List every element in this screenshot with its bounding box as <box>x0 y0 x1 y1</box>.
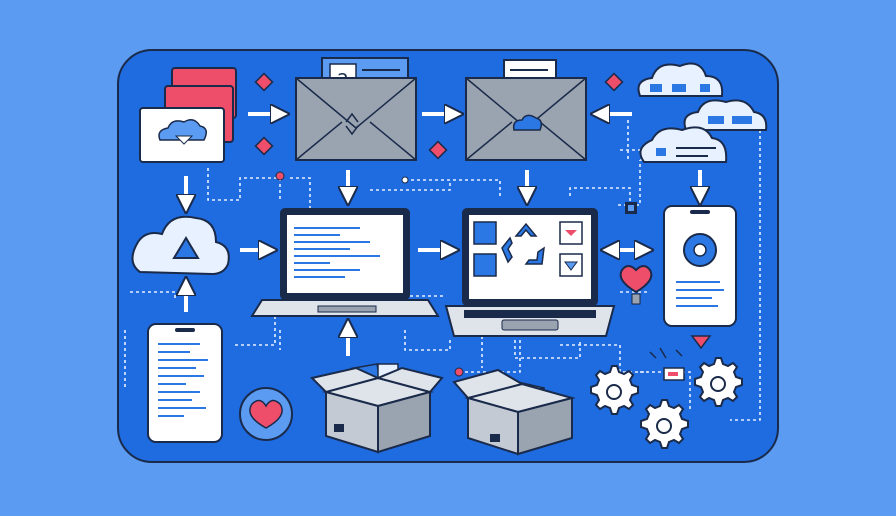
flow-arrows <box>186 114 700 356</box>
smartphone-icon <box>663 205 737 327</box>
gear-icon <box>683 233 717 267</box>
heart-icon <box>239 387 293 441</box>
cloud-icon <box>637 62 768 163</box>
gear-icon <box>640 399 689 449</box>
laptop-icon <box>444 208 616 337</box>
box-icon <box>310 363 444 454</box>
connector-dots <box>275 171 637 377</box>
laptop-icon <box>250 208 440 317</box>
envelope-icon: 2 <box>295 57 417 161</box>
diamond-markers <box>254 72 624 160</box>
smartphone-icon <box>147 323 223 443</box>
cloud-icon <box>131 215 230 276</box>
heart-icon <box>619 265 653 305</box>
box-icon <box>452 368 576 456</box>
gear-icon <box>694 357 743 407</box>
status-widgets <box>649 335 712 381</box>
gear-icon <box>590 365 639 415</box>
folder-icon <box>139 67 237 163</box>
recycle-icon <box>501 222 545 265</box>
envelope-icon <box>465 59 587 161</box>
